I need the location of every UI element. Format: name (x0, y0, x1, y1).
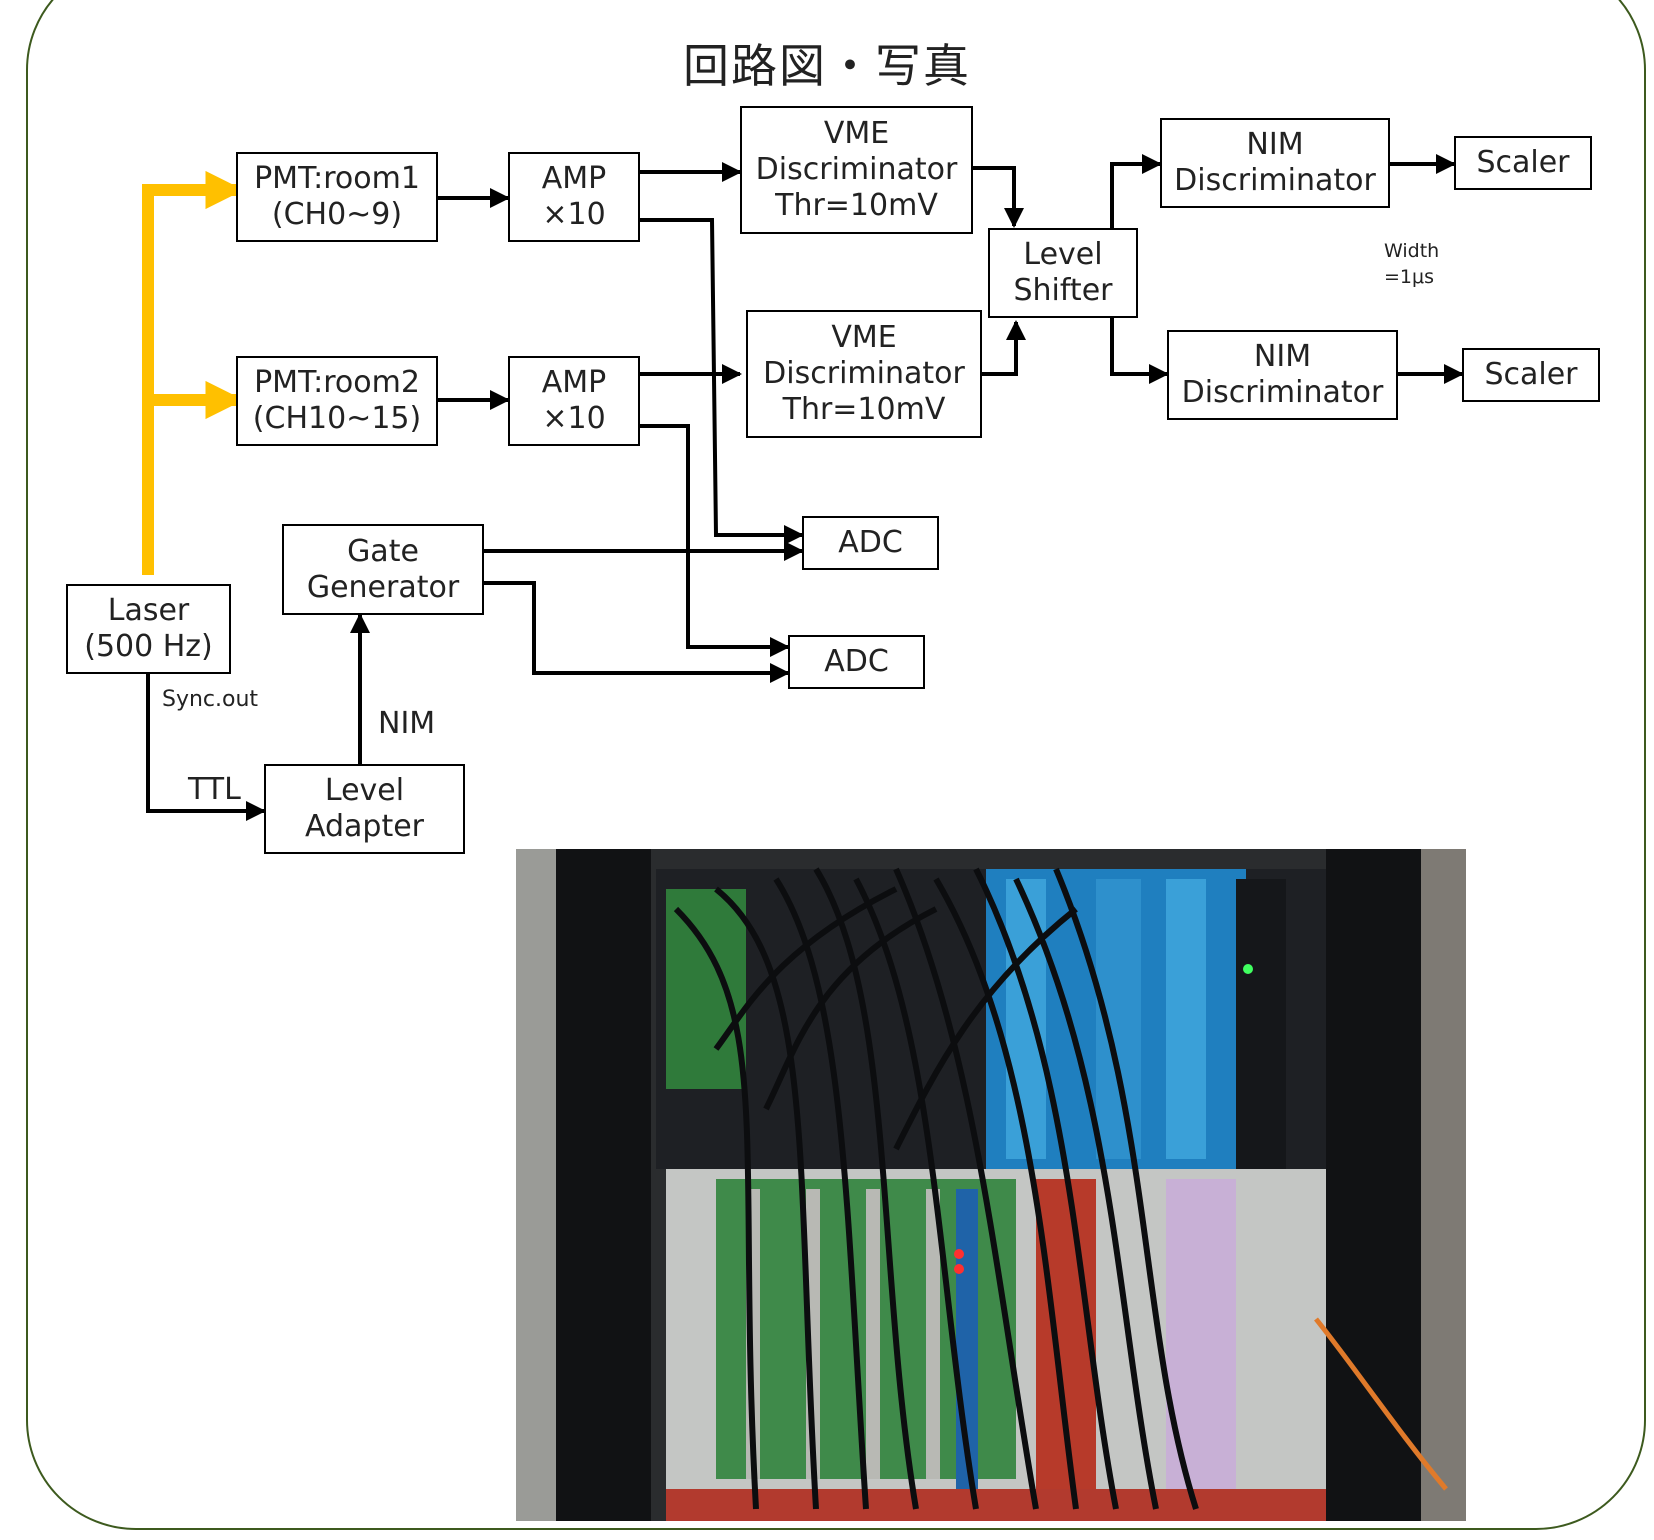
box-line: Scaler (1484, 357, 1577, 393)
box-line: Thr=10mV (783, 392, 946, 428)
level-shifter-box: Level Shifter (988, 228, 1138, 318)
box-line: Thr=10mV (775, 188, 938, 224)
laser-box: Laser (500 Hz) (66, 584, 231, 674)
scaler2-box: Scaler (1462, 348, 1600, 402)
box-line: Level (1023, 237, 1102, 273)
box-line: Generator (307, 570, 459, 606)
gate-generator-box: Gate Generator (282, 524, 484, 615)
box-line: Discriminator (763, 356, 965, 392)
box-line: VME (824, 116, 889, 152)
box-line: AMP (542, 161, 607, 197)
box-line: Shifter (1014, 273, 1113, 309)
pmt-room2-box: PMT:room2 (CH10~15) (236, 356, 438, 446)
box-line: (CH10~15) (253, 401, 421, 437)
rack-illustration (516, 849, 1466, 1521)
box-line: Level (325, 773, 404, 809)
amp2-box: AMP ×10 (508, 356, 640, 446)
box-line: Discriminator (1182, 375, 1384, 411)
vme2-to-levelshifter-wire (982, 322, 1016, 374)
box-line: AMP (542, 365, 607, 401)
box-line: NIM (1254, 339, 1311, 375)
box-line: (CH0~9) (272, 197, 402, 233)
box-line: Discriminator (1174, 163, 1376, 199)
box-line: ADC (824, 644, 889, 680)
level-adapter-box: Level Adapter (264, 764, 465, 854)
box-line: (500 Hz) (84, 629, 213, 665)
box-line: Gate (347, 534, 419, 570)
vme1-to-levelshifter-wire (973, 168, 1014, 226)
box-line: Adapter (305, 809, 424, 845)
nim-label: NIM (378, 706, 435, 741)
adc2-box: ADC (788, 635, 925, 689)
box-line: Discriminator (756, 152, 958, 188)
vme-discriminator1-box: VME Discriminator Thr=10mV (740, 106, 973, 234)
box-line: VME (831, 320, 896, 356)
box-line: ADC (838, 525, 903, 561)
nim-discriminator1-box: NIM Discriminator (1160, 118, 1390, 208)
box-line: ×10 (542, 401, 605, 437)
box-line: Scaler (1476, 145, 1569, 181)
adc1-box: ADC (802, 516, 939, 570)
levelshifter-to-nim1-wire (1112, 164, 1160, 228)
box-line: ×10 (542, 197, 605, 233)
sync-out-label: Sync.out (162, 687, 258, 712)
equipment-rack-photo (516, 849, 1466, 1521)
levelshifter-to-nim2-wire (1112, 318, 1167, 374)
amp1-box: AMP ×10 (508, 152, 640, 242)
gate-to-adc2-wire (484, 583, 788, 673)
pmt-room1-box: PMT:room1 (CH0~9) (236, 152, 438, 242)
scaler1-box: Scaler (1454, 136, 1592, 190)
box-line: NIM (1246, 127, 1303, 163)
box-line: PMT:room2 (254, 365, 420, 401)
vme-discriminator2-box: VME Discriminator Thr=10mV (746, 310, 982, 438)
box-line: Laser (108, 593, 190, 629)
ttl-label: TTL (188, 772, 241, 807)
width-label-line: =1μs (1384, 264, 1439, 290)
box-line: PMT:room1 (254, 161, 420, 197)
width-label: Width =1μs (1384, 238, 1439, 290)
width-label-line: Width (1384, 238, 1439, 264)
nim-discriminator2-box: NIM Discriminator (1167, 330, 1398, 420)
